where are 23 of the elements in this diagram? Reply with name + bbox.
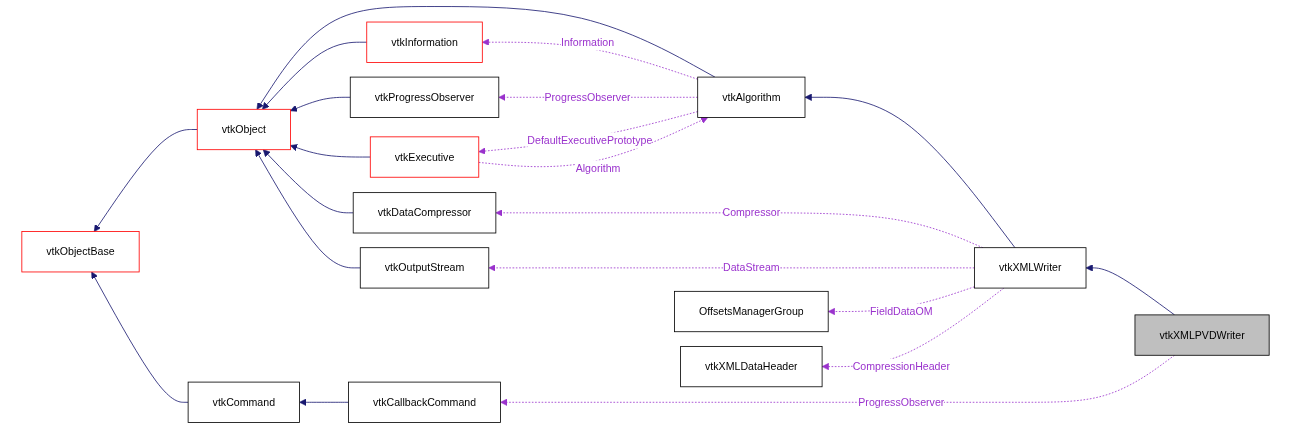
edge-label: FieldDataOM	[870, 305, 933, 318]
node-box: OffsetsManagerGroup	[674, 290, 829, 333]
node-box: vtkAlgorithm	[697, 76, 806, 118]
node-box: vtkObject	[196, 108, 291, 151]
edge-label: ProgressObserver	[544, 90, 631, 104]
node-box: vtkXMLWriter	[974, 247, 1087, 289]
node-box: vtkObjectBase	[21, 231, 140, 273]
edge-label: Compressor	[722, 206, 781, 219]
node-box: vtkCommand	[187, 381, 300, 423]
edge-label: DefaultExecutivePrototype	[527, 134, 653, 147]
edge-label: Algorithm	[575, 161, 621, 175]
node-box: vtkDataCompressor	[352, 192, 497, 234]
node-box: vtkXMLDataHeader	[680, 346, 823, 388]
edge-label: Information	[561, 35, 615, 49]
node-box: vtkInformation	[366, 21, 483, 63]
edge-label: ProgressObserver	[858, 395, 945, 409]
edge-label: DataStream	[723, 261, 780, 274]
node-box: vtkOutputStream	[359, 247, 490, 289]
node-box: vtkProgressObserver	[349, 76, 500, 118]
node-box: vtkExecutive	[369, 136, 480, 178]
node-box: vtkXMLPVDWriter	[1134, 314, 1270, 356]
edge-label: CompressionHeader	[852, 360, 950, 373]
node-box: vtkCallbackCommand	[348, 381, 501, 423]
